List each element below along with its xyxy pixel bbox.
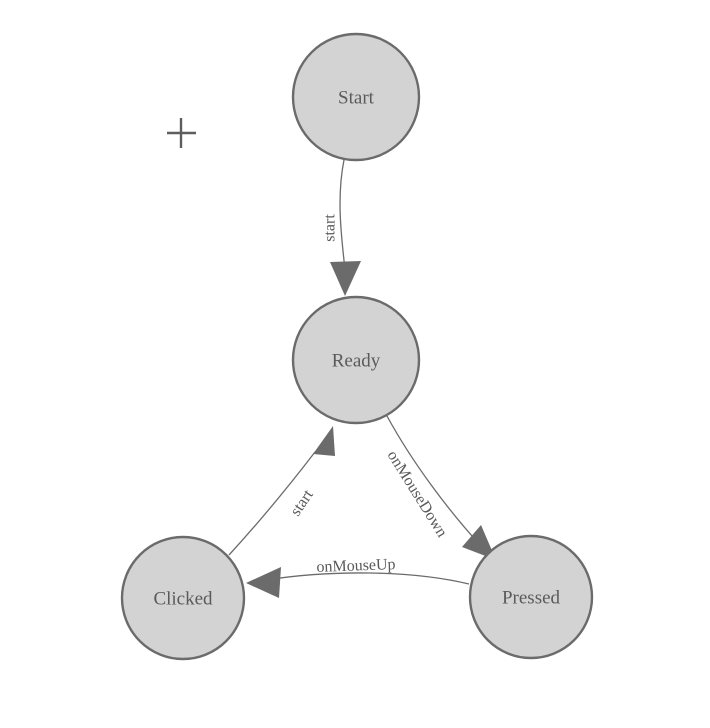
edge-clicked-to-ready-label: start: [287, 486, 317, 519]
state-node-start[interactable]: Start: [291, 32, 421, 162]
state-node-start-label: Start: [338, 88, 375, 109]
edge-ready-to-pressed-arrowhead: [462, 525, 496, 560]
state-node-ready-circle[interactable]: [291, 295, 421, 425]
edge-pressed-to-clicked[interactable]: onMouseUp: [246, 556, 470, 598]
edge-pressed-to-clicked-path: [265, 572, 470, 585]
state-node-start-circle[interactable]: [291, 32, 421, 162]
state-node-pressed-label: Pressed: [502, 588, 561, 609]
state-node-pressed-circle[interactable]: [468, 534, 594, 660]
edge-pressed-to-clicked-arrowhead: [246, 567, 281, 598]
edge-start-to-ready-arrowhead: [330, 261, 361, 296]
edge-ready-to-pressed-path: [386, 415, 482, 547]
edge-pressed-to-clicked-label: onMouseUp: [316, 556, 396, 576]
edge-clicked-to-ready[interactable]: start: [228, 426, 335, 556]
edge-ready-to-pressed[interactable]: onMouseDown: [384, 415, 496, 560]
state-node-clicked-circle[interactable]: [120, 535, 246, 661]
edge-clicked-to-ready-arrowhead: [313, 426, 335, 456]
state-node-pressed[interactable]: Pressed: [468, 534, 594, 660]
state-node-clicked-label: Clicked: [153, 589, 213, 610]
state-node-clicked[interactable]: Clicked: [120, 535, 246, 661]
state-node-ready[interactable]: Ready: [291, 295, 421, 425]
state-node-ready-label: Ready: [332, 351, 381, 372]
edge-start-to-ready-path: [339, 159, 346, 271]
edge-ready-to-pressed-label: onMouseDown: [384, 448, 451, 541]
crosshair-icon: [167, 118, 196, 148]
edge-start-to-ready[interactable]: start: [322, 159, 362, 296]
edge-start-to-ready-label: start: [322, 214, 339, 242]
edge-clicked-to-ready-path: [228, 451, 316, 556]
